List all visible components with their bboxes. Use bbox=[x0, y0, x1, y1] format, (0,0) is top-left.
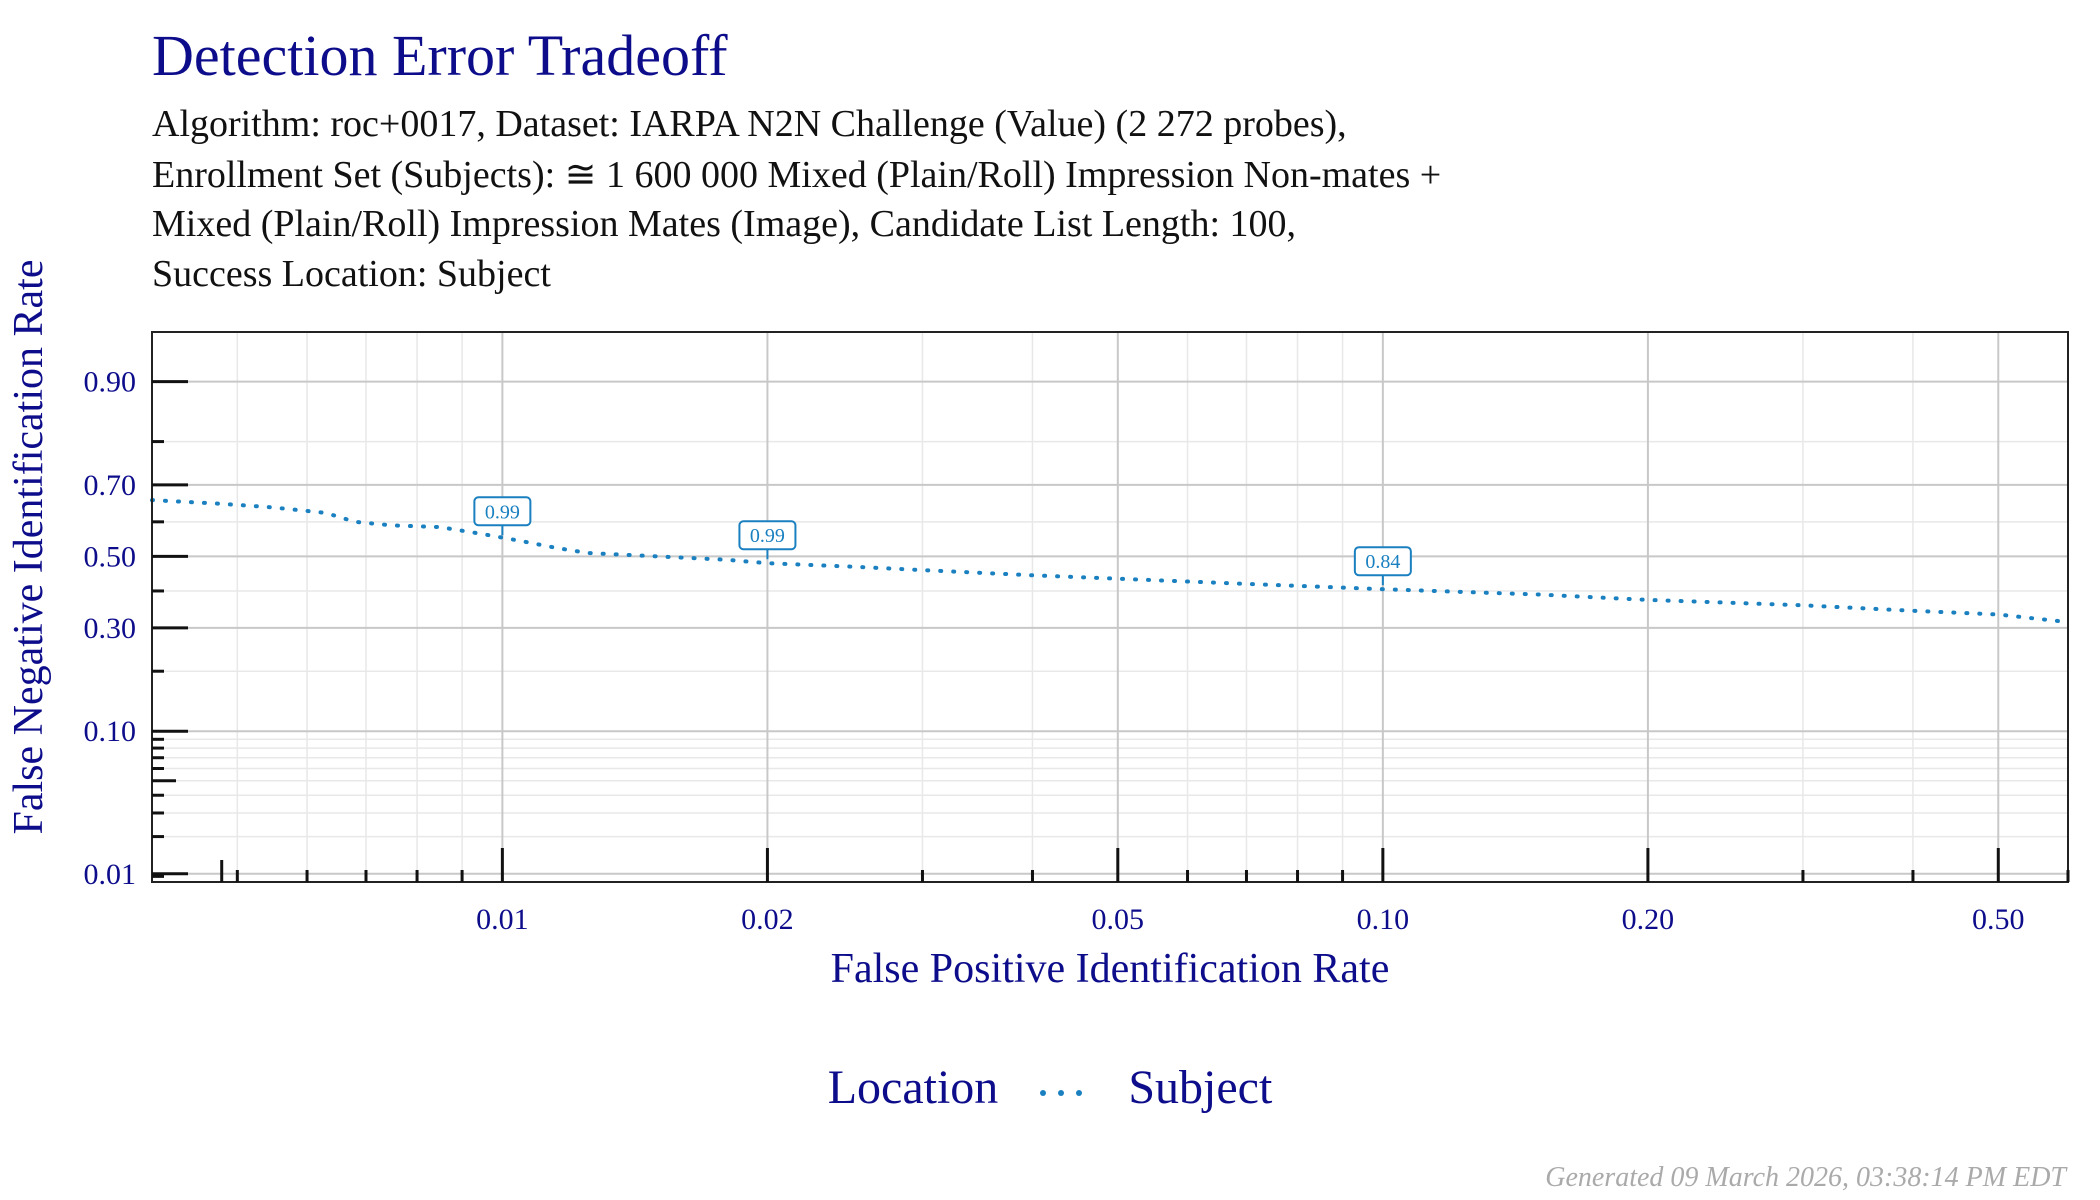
legend-title: Location bbox=[827, 1061, 999, 1114]
y-tick-label: 0.70 bbox=[84, 469, 137, 502]
legend: Location Subject bbox=[0, 1060, 2100, 1115]
y-tick-label: 0.10 bbox=[84, 715, 137, 748]
y-axis-label: False Negative Identification Rate bbox=[6, 260, 52, 835]
annotation-box bbox=[473, 496, 532, 527]
annotation-label: 0.99 bbox=[485, 501, 520, 523]
y-tick-label: 0.01 bbox=[84, 858, 137, 891]
chart-title: Detection Error Tradeoff bbox=[152, 23, 728, 88]
subtitle-line-3: Mixed (Plain/Roll) Impression Mates (Ima… bbox=[152, 203, 1297, 245]
series-layer bbox=[150, 498, 2070, 625]
x-axis-label: False Positive Identification Rate bbox=[831, 946, 1390, 992]
annotations: 0.99 0.99 0.84 bbox=[473, 496, 1412, 586]
annotation-box bbox=[738, 520, 797, 551]
plot-frame bbox=[151, 331, 2069, 883]
grid-lines bbox=[152, 332, 2068, 882]
series-line-subject bbox=[150, 498, 2070, 625]
x-tick-label: 0.50 bbox=[1972, 903, 2025, 936]
axis-ticks: 0.01 0.02 0.05 0.10 0.20 0.50 0.01 0.10 0.30 0.50… bbox=[84, 366, 2070, 936]
y-tick-label: 0.90 bbox=[84, 366, 137, 399]
legend-key-dotted-line bbox=[1038, 1082, 1088, 1102]
x-tick-label: 0.01 bbox=[476, 903, 529, 936]
x-tick-label: 0.10 bbox=[1357, 903, 1410, 936]
det-chart: 0.01 0.02 0.05 0.10 0.20 0.50 0.01 0.10 0.30 0.50… bbox=[6, 260, 2070, 992]
x-tick-label: 0.05 bbox=[1092, 903, 1145, 936]
subtitle-line-4: Success Location: Subject bbox=[152, 253, 551, 295]
legend-entry-subject: Subject bbox=[1128, 1061, 1273, 1114]
annotation-box bbox=[1353, 546, 1412, 577]
subtitle-line-2: Enrollment Set (Subjects): ≅ 1 600 000 M… bbox=[152, 154, 1442, 196]
annotation-label: 0.99 bbox=[750, 525, 785, 547]
y-tick-label: 0.30 bbox=[84, 612, 137, 645]
x-tick-label: 0.02 bbox=[741, 903, 794, 936]
subtitle-line-1: Algorithm: roc+0017, Dataset: IARPA N2N … bbox=[152, 103, 1347, 145]
x-tick-label: 0.20 bbox=[1622, 903, 1675, 936]
annotation-label: 0.84 bbox=[1365, 551, 1400, 573]
generated-timestamp: Generated 09 March 2026, 03:38:14 PM EDT bbox=[1545, 1162, 2066, 1193]
y-tick-label: 0.50 bbox=[84, 540, 137, 573]
